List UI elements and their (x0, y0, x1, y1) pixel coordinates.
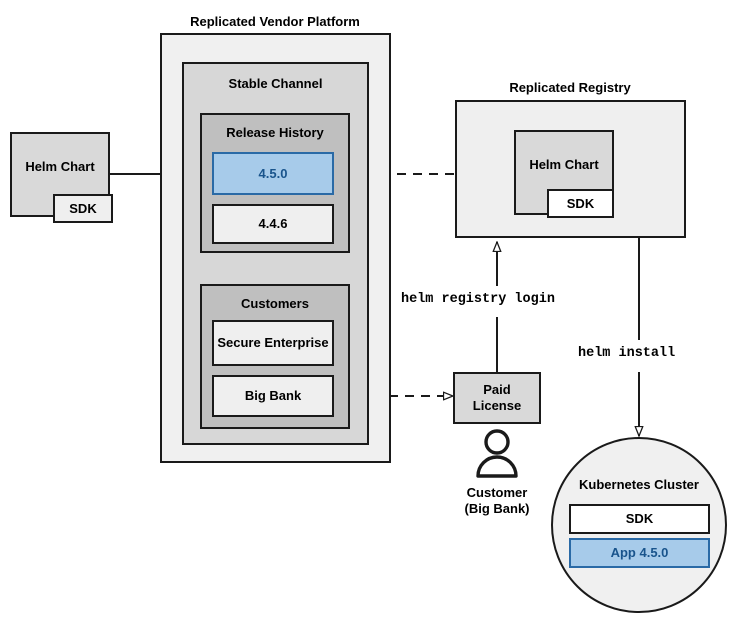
release-4-4-6-box[interactable]: 4.4.6 (212, 204, 334, 244)
customers-label: Customers (241, 296, 309, 311)
registry-helm-chart-label: Helm Chart (529, 156, 599, 172)
release-4-5-0-box[interactable]: 4.5.0 (212, 152, 334, 195)
customer-actor-label: Customer (Big Bank) (464, 485, 530, 517)
customer-secure-enterprise-label: Secure Enterprise (217, 335, 329, 351)
registry-sdk-label: SDK (566, 195, 595, 211)
vendor-platform-title: Replicated Vendor Platform (190, 14, 360, 29)
registry-sdk-box: SDK (547, 189, 614, 218)
kubernetes-cluster-label: Kubernetes Cluster (579, 477, 699, 492)
cluster-app-label: App 4.5.0 (610, 545, 669, 561)
customer-secure-enterprise-box[interactable]: Secure Enterprise (212, 320, 334, 366)
paid-license-label: Paid License (472, 382, 522, 413)
stable-channel-label: Stable Channel (228, 76, 323, 91)
release-4-5-0-label: 4.5.0 (258, 165, 288, 181)
release-4-4-6-label: 4.4.6 (258, 216, 288, 232)
source-helm-chart-label: Helm Chart (25, 158, 95, 174)
source-sdk-label: SDK (69, 200, 97, 216)
customer-big-bank-box[interactable]: Big Bank (212, 375, 334, 417)
source-sdk-box: SDK (53, 194, 113, 223)
person-icon (476, 429, 518, 478)
cluster-sdk-box: SDK (569, 504, 710, 534)
paid-license-box: Paid License (453, 372, 541, 424)
command-helm-registry-login: helm registry login (401, 292, 555, 307)
customer-big-bank-label: Big Bank (244, 388, 302, 404)
release-history-label: Release History (226, 125, 324, 140)
registry-title: Replicated Registry (509, 80, 631, 95)
cluster-sdk-label: SDK (625, 511, 654, 527)
cluster-app-box: App 4.5.0 (569, 538, 710, 568)
command-helm-install: helm install (578, 346, 676, 361)
